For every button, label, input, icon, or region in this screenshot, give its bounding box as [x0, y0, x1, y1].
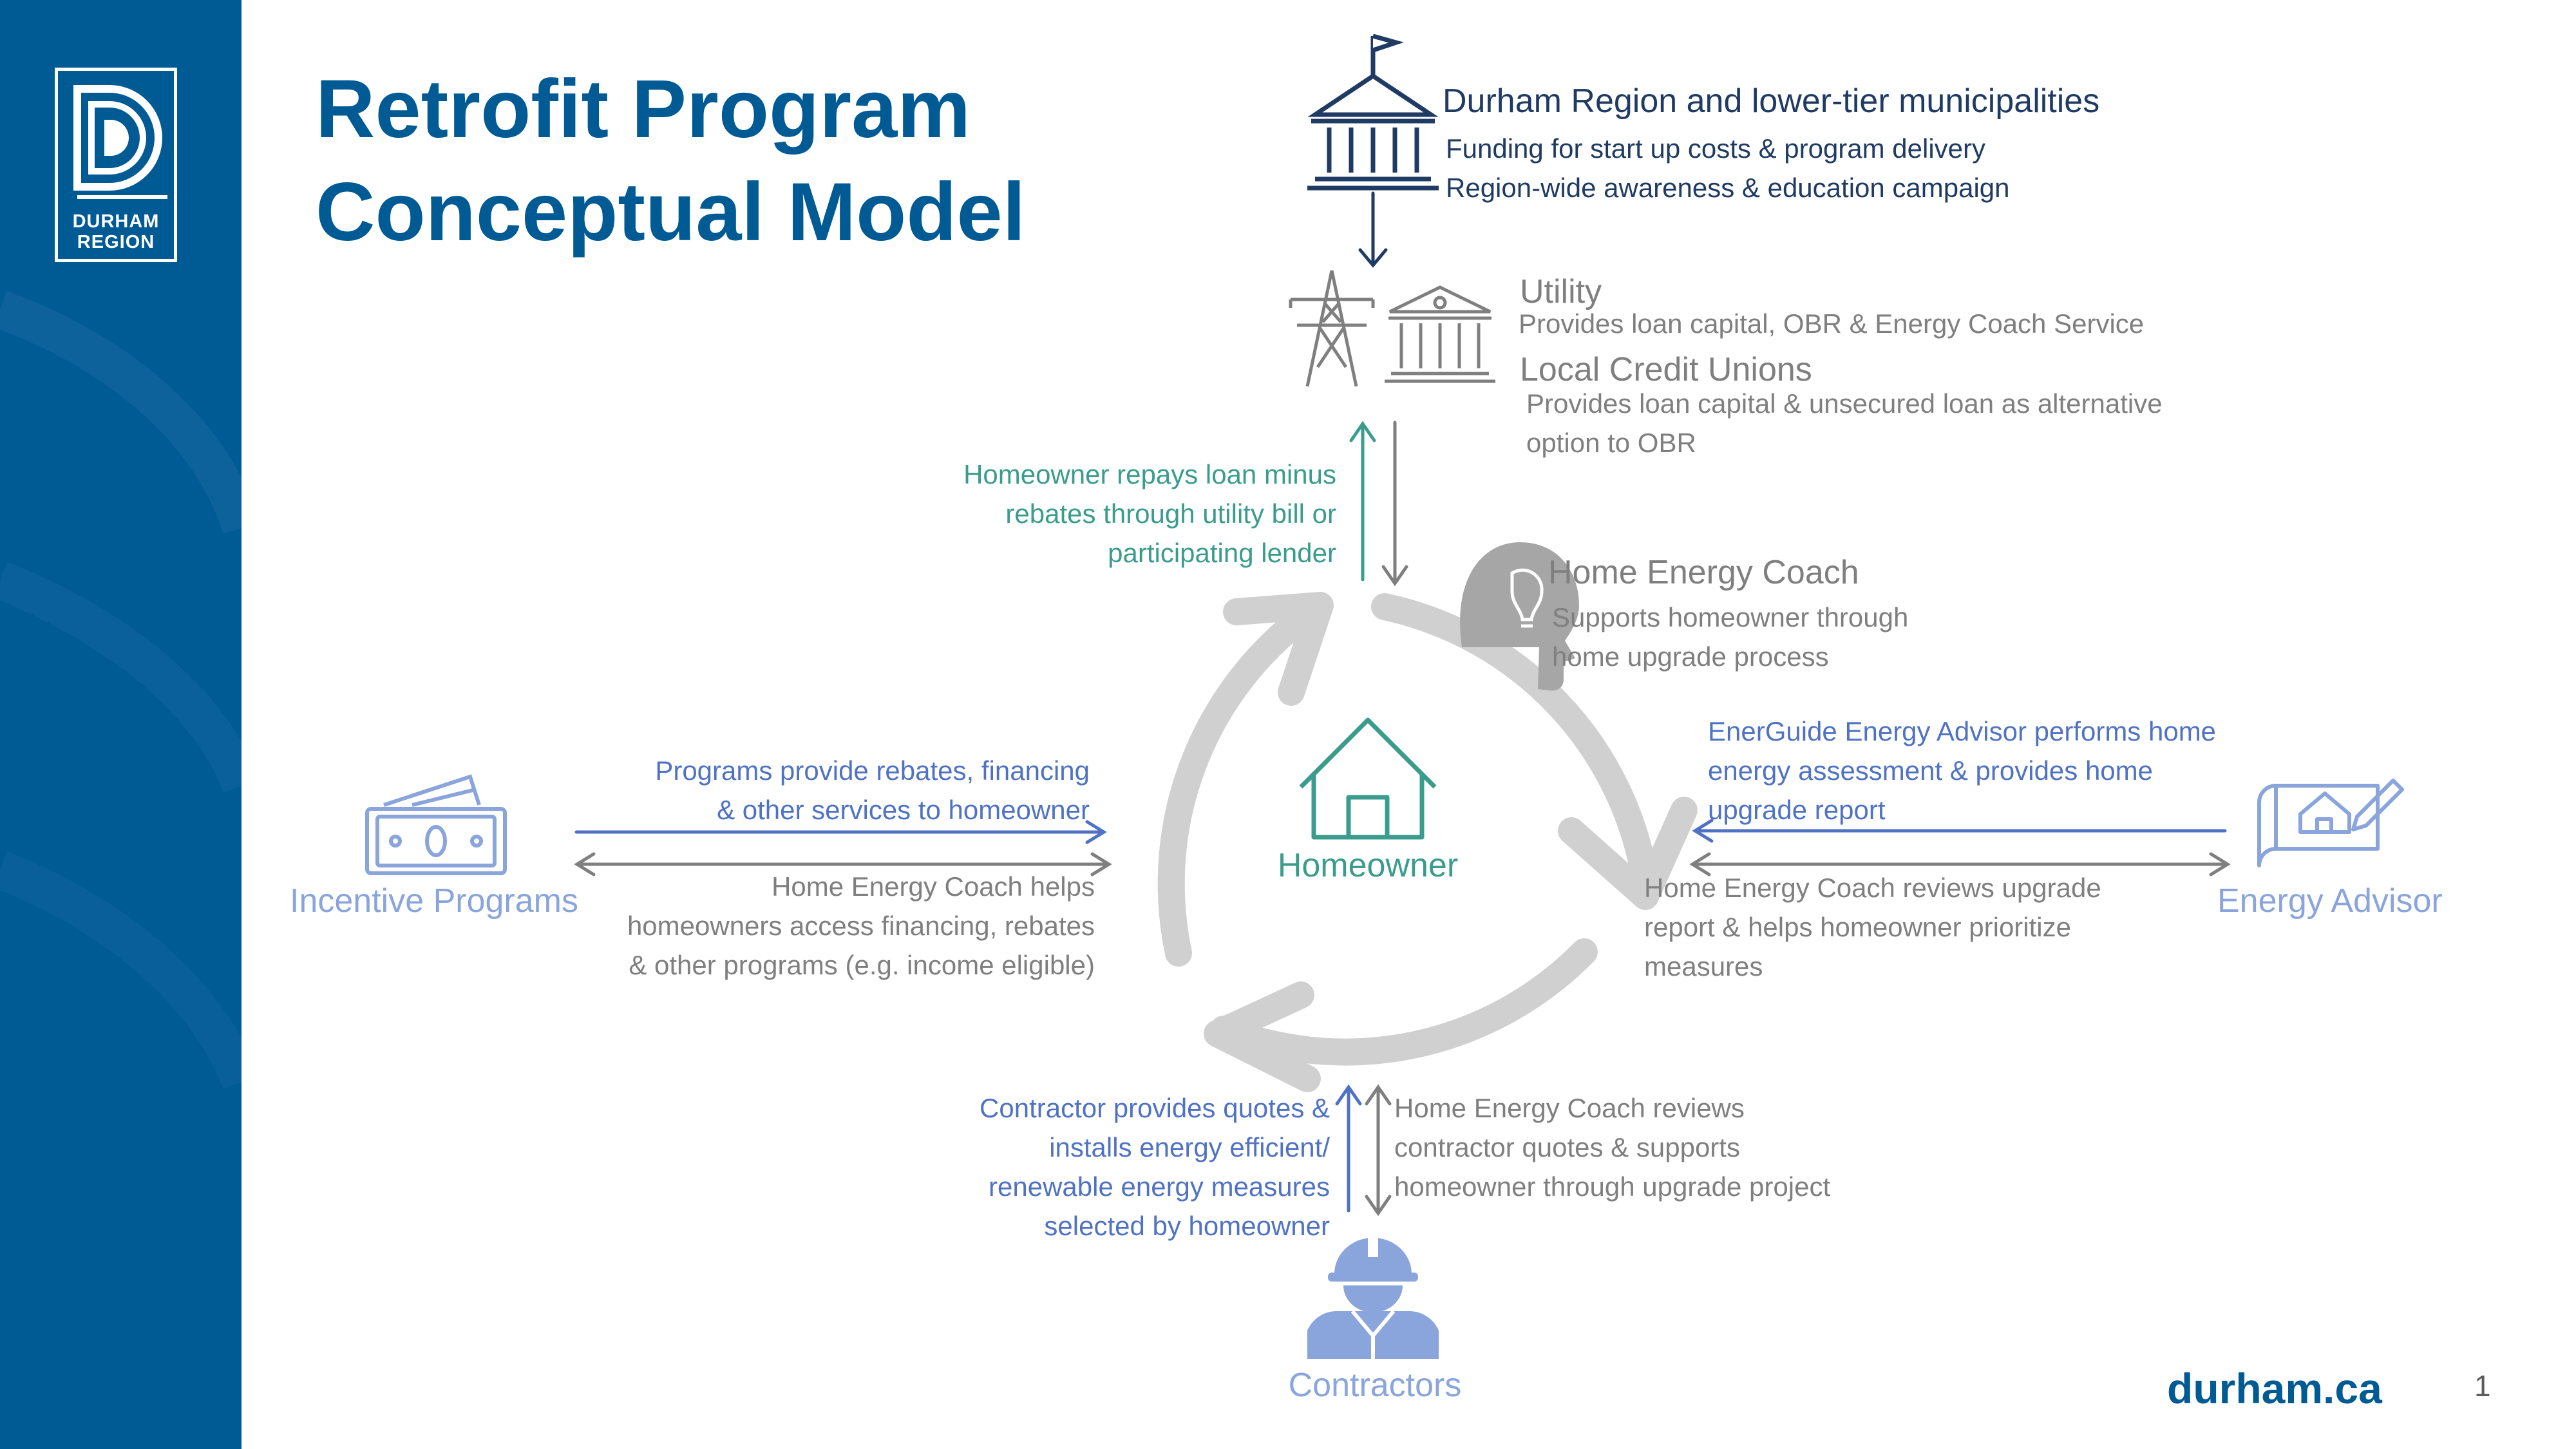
arrow-advisor-perform	[1692, 819, 2227, 843]
contractor-review-text: Home Energy Coach reviews contractor quo…	[1394, 1088, 1830, 1206]
contractor-review-line-1: Home Energy Coach reviews	[1394, 1093, 1745, 1123]
municipal-description: Funding for start up costs & program del…	[1446, 129, 2010, 207]
cycle-arrows	[1157, 592, 1698, 1092]
utility-heading: Utility	[1520, 273, 1602, 310]
arrow-advisor-review	[1689, 852, 2231, 876]
incentive-help-line-1: Home Energy Coach helps	[772, 871, 1095, 902]
advisor-review-line-2: report & helps homeowner prioritize	[1644, 912, 2071, 942]
contractor-provide-line-3: renewable energy measures	[989, 1171, 1330, 1202]
incentive-provide-text: Programs provide rebates, financing & ot…	[655, 751, 1090, 829]
contractor-provide-line-2: installs energy efficient/	[1049, 1132, 1330, 1162]
head-lightbulb-icon	[1460, 542, 1579, 691]
coach-heading: Home Energy Coach	[1548, 554, 1859, 591]
incentive-help-text: Home Energy Coach helps homeowners acces…	[627, 867, 1095, 985]
incentive-help-line-2: homeowners access financing, rebates	[627, 911, 1095, 941]
homeowner-label: Homeowner	[1277, 847, 1459, 884]
logo-line-1: DURHAM	[72, 211, 160, 232]
contractor-provide-text: Contractor provides quotes & installs en…	[980, 1088, 1330, 1245]
coach-line-2: home upgrade process	[1552, 641, 1829, 672]
repay-line-1: Homeowner repays loan minus	[963, 459, 1336, 489]
durham-d-icon	[73, 85, 167, 199]
cycle-arrow-left	[1157, 598, 1324, 967]
sidebar: DURHAM REGION	[0, 0, 242, 1449]
incentive-programs-label: Incentive Programs	[290, 882, 578, 920]
arrow-contractor-provide	[1335, 1084, 1362, 1213]
title-line-1: Retrofit Program	[316, 63, 971, 155]
money-icon	[365, 774, 507, 875]
cycle-arrow-bottom-head	[1204, 981, 1321, 1092]
advisor-review-line-1: Home Energy Coach reviews upgrade	[1644, 873, 2101, 903]
worker-icon	[1307, 1235, 1439, 1359]
coach-line-1: Supports homeowner through	[1552, 602, 1909, 632]
advisor-review-line-3: measures	[1644, 951, 1763, 981]
advisor-review-text: Home Energy Coach reviews upgrade report…	[1644, 868, 2101, 986]
contractor-provide-line-1: Contractor provides quotes &	[980, 1093, 1330, 1123]
logo-line-2: REGION	[77, 232, 155, 252]
arrow-municipal-to-utility	[1358, 191, 1388, 268]
contractors-label: Contractors	[1288, 1367, 1462, 1404]
title-line-2: Conceptual Model	[316, 166, 1026, 258]
contractor-review-line-3: homeowner through upgrade project	[1394, 1171, 1831, 1202]
cycle-arrow-right-head	[1558, 797, 1698, 910]
blueprint-icon	[2257, 779, 2404, 867]
cycle-arrow-left-head	[1223, 592, 1334, 706]
credit-unions-line-2: option to OBR	[1526, 428, 1696, 458]
credit-unions-description: Provides loan capital & unsecured loan a…	[1526, 384, 2163, 462]
municipal-line-1: Funding for start up costs & program del…	[1446, 133, 1986, 164]
municipal-line-2: Region-wide awareness & education campai…	[1446, 173, 2010, 203]
incentive-help-line-3: & other programs (e.g. income eligible)	[629, 950, 1095, 980]
arrow-contractor-review	[1365, 1084, 1392, 1217]
cycle-arrow-right	[1371, 593, 1659, 895]
logo-text: DURHAM REGION	[58, 211, 174, 252]
arrow-loan-down	[1381, 421, 1408, 587]
page-number: 1	[2474, 1369, 2491, 1403]
repay-text: Homeowner repays loan minus rebates thro…	[963, 455, 1336, 573]
advisor-perform-line-2: energy assessment & provides home	[1708, 755, 2154, 786]
page-title: Retrofit Program Conceptual Model	[316, 58, 1025, 264]
power-tower-icon	[1289, 270, 1375, 387]
connector-arrows	[574, 191, 2231, 1217]
building-icon	[1385, 285, 1495, 383]
durham-region-logo: DURHAM REGION	[55, 68, 177, 262]
footer-url-link[interactable]: durham.ca	[2167, 1365, 2382, 1412]
contractor-review-line-2: contractor quotes & supports	[1394, 1132, 1740, 1162]
contractor-provide-line-4: selected by homeowner	[1044, 1211, 1330, 1241]
advisor-perform-text: EnerGuide Energy Advisor performs home e…	[1708, 712, 2216, 829]
coach-description: Supports homeowner through home upgrade …	[1552, 598, 1908, 676]
cycle-arrow-bottom	[1210, 938, 1598, 1066]
municipal-heading: Durham Region and lower-tier municipalit…	[1443, 82, 2100, 120]
bank-icon	[1307, 33, 1439, 191]
credit-unions-heading: Local Credit Unions	[1520, 351, 1812, 388]
incentive-provide-line-2: & other services to homeowner	[717, 795, 1090, 825]
advisor-perform-line-1: EnerGuide Energy Advisor performs home	[1708, 716, 2217, 746]
repay-line-3: participating lender	[1108, 538, 1336, 568]
arrow-incentive-provide	[574, 820, 1107, 844]
arrow-incentive-help	[574, 852, 1112, 876]
sidebar-arcs-decoration	[0, 290, 242, 1090]
incentive-provide-line-1: Programs provide rebates, financing	[655, 755, 1090, 786]
arrow-repay-up	[1349, 421, 1376, 582]
repay-line-2: rebates through utility bill or	[1005, 498, 1336, 529]
energy-advisor-label: Energy Advisor	[2217, 882, 2443, 920]
credit-unions-line-1: Provides loan capital & unsecured loan a…	[1526, 388, 2163, 419]
utility-description: Provides loan capital, OBR & Energy Coac…	[1519, 308, 2145, 339]
advisor-perform-line-3: upgrade report	[1708, 795, 1886, 825]
house-icon	[1299, 717, 1437, 840]
